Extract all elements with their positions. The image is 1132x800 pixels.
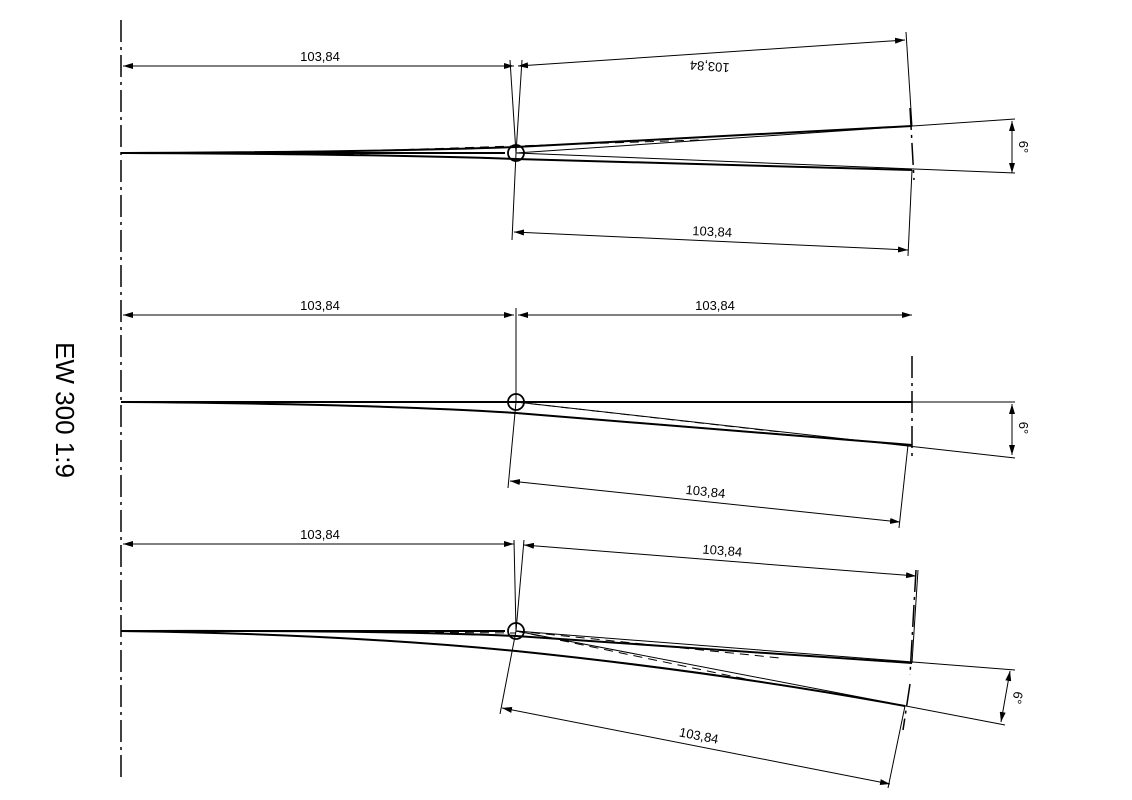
angle-dimension (999, 670, 1012, 723)
tangent-lower (299, 152, 701, 165)
witness-line (887, 705, 906, 789)
track-end-marker (909, 569, 917, 676)
angle-leg-upper (515, 118, 1016, 154)
dim-line-branch (509, 479, 901, 524)
dim-label-branch: 103,84 (685, 482, 726, 501)
witness-line (905, 31, 913, 127)
dim-line-branch-upper (517, 37, 906, 69)
dim-label-branch-upper: 103,84 (702, 541, 743, 559)
witness-line (515, 539, 525, 632)
diagram-symmetrical: 103,84 103,84 103,84 6° (120, 31, 1031, 257)
witness-line (513, 539, 517, 632)
dim-line-branch-lower (501, 706, 891, 786)
tangent-upper (299, 139, 701, 154)
angle-label: 6° (1016, 141, 1031, 153)
witness-line (509, 59, 517, 154)
track-branch-lower (120, 152, 913, 171)
tangent-lower (515, 630, 761, 683)
angle-leg-upper (515, 630, 1016, 671)
track-branch-upper (120, 629, 913, 664)
angle-label: 6° (1009, 690, 1026, 705)
witness-line (511, 152, 517, 241)
dim-line-branch-upper (523, 542, 917, 579)
tangent-straight (239, 630, 517, 634)
dim-label-branch-lower: 103,84 (692, 223, 732, 240)
witness-line (907, 169, 913, 257)
diagram-curved: 103,84 103,84 103,84 6° (120, 527, 1026, 789)
dim-label-straight-in: 103,84 (300, 527, 340, 542)
witness-line (499, 630, 517, 715)
dim-label-branch-upper: 103,84 (689, 58, 730, 76)
track-branch-lower (120, 630, 906, 707)
dim-label-straight-out: 103,84 (695, 298, 735, 313)
diagram-right: 103,84 103,84 103,84 6° (120, 298, 1031, 529)
witness-line (515, 59, 523, 154)
track-end-marker (909, 107, 915, 181)
witness-line (507, 401, 517, 489)
angle-leg-lower (515, 152, 1016, 174)
dim-label-branch-lower: 103,84 (678, 724, 720, 746)
angle-leg-branch (515, 401, 1016, 459)
dim-label-straight-in: 103,84 (300, 298, 340, 313)
dim-line-branch-lower (513, 229, 909, 253)
track-branch (120, 401, 913, 446)
drawing-title: EW 300 1:9 (50, 342, 80, 478)
angle-leg-lower (515, 630, 1006, 726)
angle-label: 6° (1016, 422, 1031, 434)
dim-label-straight-in: 103,84 (300, 49, 340, 64)
witness-line (911, 569, 919, 664)
track-end-marker (902, 683, 911, 731)
witness-line (898, 444, 909, 529)
